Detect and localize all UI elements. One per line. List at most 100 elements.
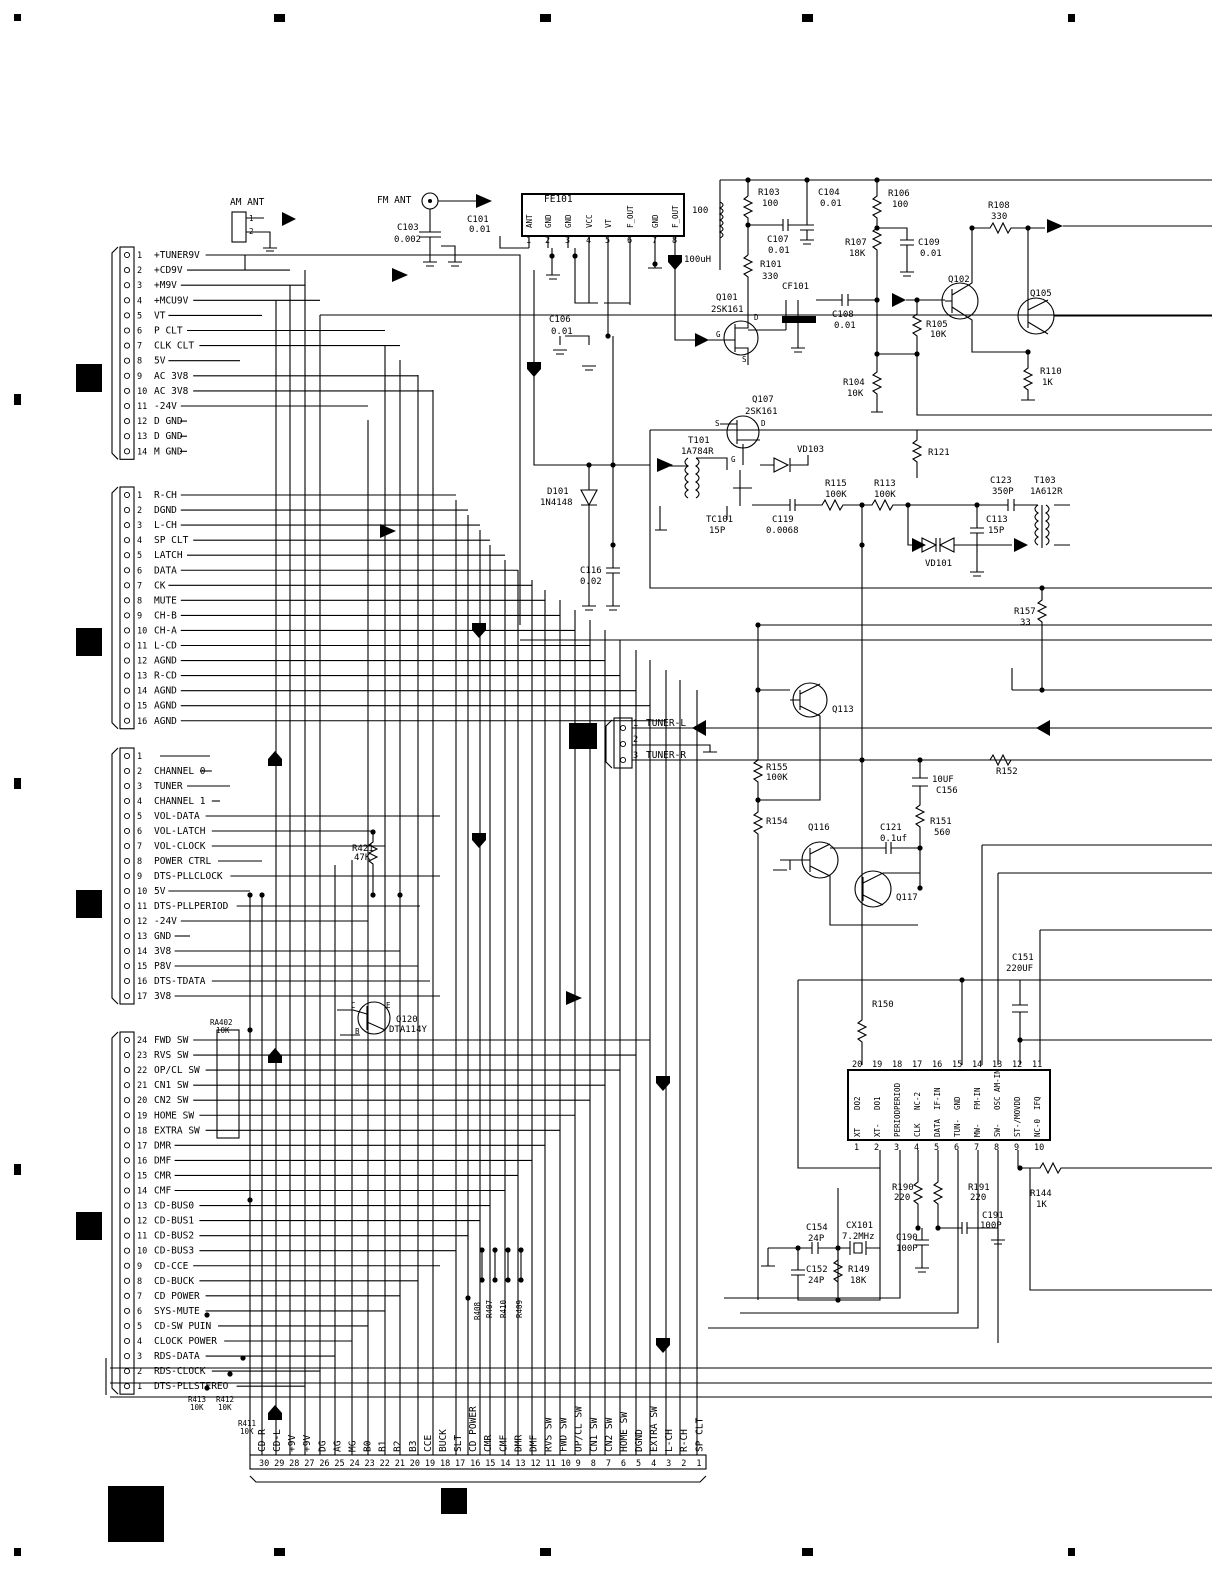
svg-text:G: G (716, 330, 721, 339)
svg-text:AM ANT: AM ANT (230, 197, 265, 208)
junction-dot (1039, 585, 1045, 591)
svg-text:T103: T103 (1034, 476, 1056, 486)
pin-number: 8 (137, 357, 142, 367)
pin-label: PERIOD (893, 1082, 902, 1110)
junction-dot (479, 1247, 485, 1253)
connector-pin (123, 1232, 131, 1239)
svg-text:100uH: 100uH (684, 255, 711, 265)
svg-text:100P: 100P (896, 1244, 918, 1254)
pin-label: DG (317, 1440, 328, 1452)
svg-text:G: G (731, 455, 736, 464)
pin-label: CLOCK POWER (154, 1336, 217, 1347)
connector-pin (123, 1067, 131, 1074)
svg-text:100P: 100P (980, 1221, 1002, 1231)
svg-text:100: 100 (762, 199, 778, 209)
pin-label: RDS-CLOCK (154, 1366, 206, 1377)
pin-label: FWD SW (559, 1417, 570, 1452)
pin-number: 9 (1014, 1143, 1019, 1153)
svg-text:0.01: 0.01 (469, 225, 491, 235)
pin-number: 27 (304, 1459, 314, 1469)
pin-label: CMR (154, 1170, 171, 1181)
junction-dot (492, 1277, 498, 1283)
pin-label: 5V (154, 886, 166, 897)
svg-text:R190: R190 (892, 1183, 914, 1193)
pin-label: M GND (154, 446, 183, 457)
connector-pin (123, 657, 131, 664)
svg-text:Q105: Q105 (1030, 289, 1052, 299)
pin-label: NC-0 (1033, 1118, 1042, 1137)
junction-dot (859, 502, 865, 508)
connector-pin (123, 522, 131, 529)
svg-text:D101: D101 (547, 487, 569, 497)
svg-text:RA402: RA402 (210, 1018, 233, 1027)
pin-number: 19 (425, 1459, 435, 1469)
pin-number: 9 (137, 872, 142, 882)
svg-text:D: D (754, 313, 759, 322)
pin-label: DMF (154, 1155, 171, 1166)
connector-pin (123, 612, 131, 619)
pin-number: 8 (137, 596, 142, 606)
svg-text:1K: 1K (1036, 1200, 1047, 1210)
pin-number: 7 (137, 842, 142, 852)
svg-text:D: D (761, 419, 766, 428)
pin-label: VT (604, 218, 613, 228)
pin-number: 2 (874, 1143, 879, 1153)
pin-number: 17 (137, 992, 147, 1002)
connector-pin (123, 372, 131, 379)
connector-pin (123, 1368, 131, 1375)
connector-pin (123, 717, 131, 724)
pin-label: BUCK (438, 1429, 449, 1452)
pin-label: CD POWER (468, 1406, 479, 1452)
svg-text:100K: 100K (825, 490, 847, 500)
pin-label: AGND (154, 716, 177, 727)
pin-number: 9 (137, 611, 142, 621)
junction-dot (935, 1225, 941, 1231)
junction-dot (874, 351, 880, 357)
junction-dot (914, 297, 920, 303)
pin-number: 13 (137, 432, 147, 442)
svg-text:R110: R110 (1040, 367, 1062, 377)
pin-label: D GND (154, 431, 183, 442)
junction-dot (917, 885, 923, 891)
connector-pin (123, 1112, 131, 1119)
svg-text:Q116: Q116 (808, 823, 830, 833)
pin-number: 2 (681, 1459, 686, 1469)
pin-number: 5 (137, 1322, 142, 1332)
pin-number: 11 (137, 902, 147, 912)
svg-text:C191: C191 (982, 1211, 1004, 1221)
junction-dot (247, 1027, 253, 1033)
pin-label: AC 3V8 (154, 371, 189, 382)
junction-dot (605, 333, 611, 339)
pin-label: TUNER (154, 781, 183, 792)
pin-label: DMF (528, 1435, 539, 1452)
pin-label: SLT (453, 1435, 464, 1452)
junction-dot (505, 1277, 511, 1283)
pin-number: 20 (410, 1459, 420, 1469)
pin-number: 16 (932, 1060, 942, 1070)
svg-text:C152: C152 (806, 1265, 828, 1275)
connector-pin (123, 1052, 131, 1059)
pin-number: 14 (500, 1459, 510, 1469)
pin-number: 8 (994, 1143, 999, 1153)
svg-text:330: 330 (991, 212, 1007, 222)
connector-pin (123, 267, 131, 274)
connector-pin (123, 857, 131, 865)
pin-number: 7 (137, 342, 142, 352)
pin-label: EXTRA SW (154, 1125, 200, 1136)
svg-text:R154: R154 (766, 817, 788, 827)
svg-text:C113: C113 (986, 515, 1008, 525)
pin-number: 14 (137, 687, 147, 697)
pin-number: 5 (934, 1143, 939, 1153)
connector-pin (123, 1036, 131, 1044)
svg-text:C190: C190 (896, 1233, 918, 1243)
connector-pin (123, 297, 131, 304)
svg-text:100K: 100K (874, 490, 896, 500)
pin-label: ST-/MO (1013, 1109, 1022, 1137)
pin-number: 24 (137, 1036, 147, 1046)
pin-number: 21 (395, 1459, 405, 1469)
connector-pin (123, 1307, 131, 1314)
